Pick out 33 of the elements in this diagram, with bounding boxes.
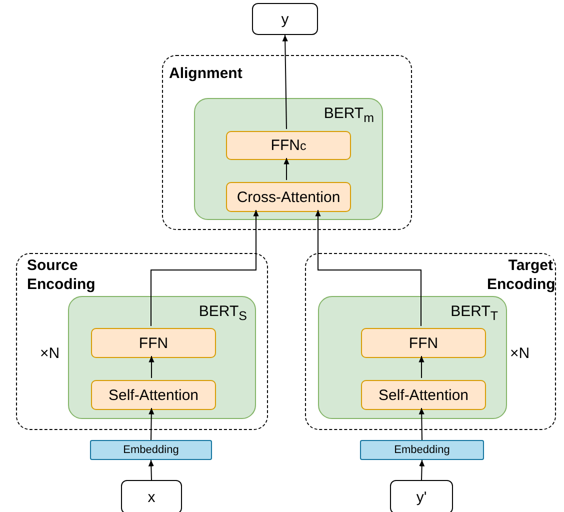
dashed-group-panel: [305, 253, 556, 430]
arrow: [284, 158, 290, 180]
group-title: Target Encoding: [487, 256, 553, 294]
embedding-box: Embedding: [360, 440, 484, 460]
embedding-box: Embedding: [90, 440, 212, 460]
io-box: y': [390, 480, 453, 512]
arrow: [148, 460, 154, 480]
model-label: BERT$_{T}$: [450, 303, 498, 323]
layer-box: FFN: [361, 328, 486, 358]
model-block: [194, 98, 383, 220]
model-label: BERT$_{m}$: [324, 105, 374, 125]
layer-box: FFN: [91, 328, 216, 358]
repeat-label: ×N: [510, 345, 530, 362]
layer-box: Cross-Attention: [226, 182, 351, 212]
dashed-group-panel: [162, 55, 412, 230]
arrow: [418, 356, 424, 378]
layer-box: Self-Attention: [91, 380, 216, 410]
arrow: [148, 356, 154, 378]
model-label: BERT$_{S}$: [198, 303, 247, 323]
io-box: y: [252, 3, 318, 35]
arrow: [315, 210, 422, 326]
arrow: [418, 408, 424, 440]
repeat-label: ×N: [40, 345, 60, 362]
arrow: [150, 210, 259, 326]
io-box: x: [121, 480, 182, 512]
model-block: [318, 296, 507, 419]
dashed-group-panel: [16, 253, 268, 430]
layer-box: Self-Attention: [361, 380, 486, 410]
arrow: [148, 408, 154, 440]
arrow: [282, 34, 288, 130]
model-block: [68, 296, 256, 419]
group-title: Alignment: [169, 64, 242, 83]
arrow: [419, 460, 425, 480]
